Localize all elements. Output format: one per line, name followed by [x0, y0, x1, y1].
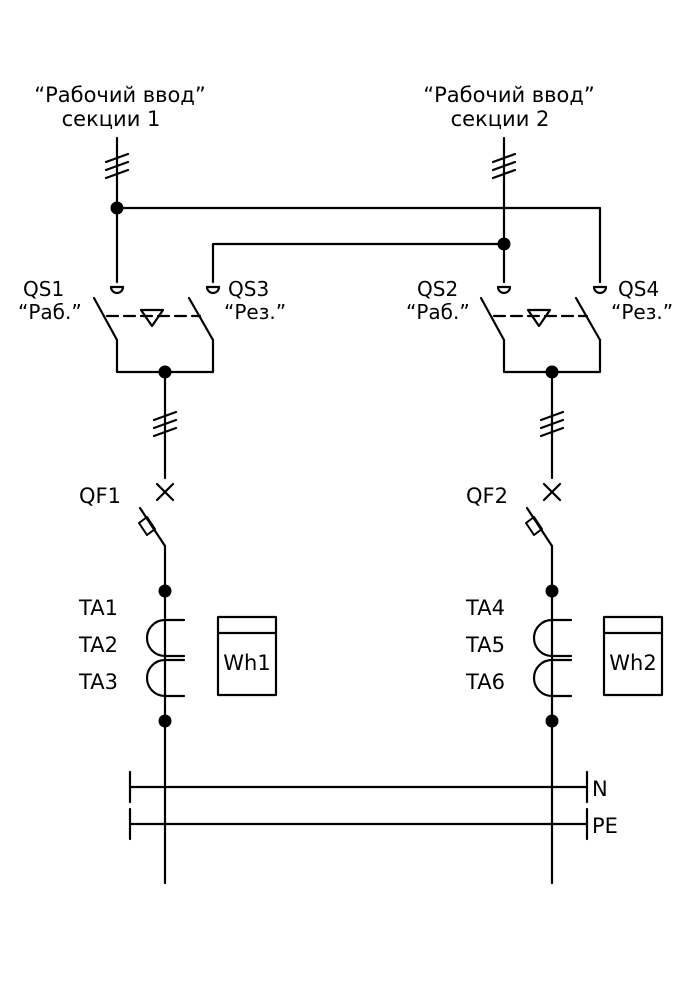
junction-dot [110, 201, 124, 215]
junction-dot [545, 714, 559, 728]
bus-pe-label: PE [592, 814, 618, 838]
junction-dot [545, 584, 559, 598]
current-transformer-left [145, 618, 186, 698]
feeder-1-title: “Рабочий ввод” [34, 83, 206, 107]
meter-wh1-box [216, 615, 278, 697]
meter-wh1-label: Wh1 [223, 651, 270, 675]
breaker-qf1-label: QF1 [79, 484, 121, 508]
switch-qs2-label: QS2 [417, 277, 458, 301]
junction-dot [545, 365, 559, 379]
cross-connection-2-to-qs3 [211, 242, 506, 284]
feeder-2-line [491, 136, 517, 284]
ct-label: TA1 [78, 596, 118, 620]
meter-wh2-box [602, 615, 664, 697]
junction-dot [158, 365, 172, 379]
switch-qs1-role: “Раб.” [18, 300, 82, 324]
junction-dot [158, 584, 172, 598]
switch-qs3-label: QS3 [228, 277, 269, 301]
switch-qs1-label: QS1 [23, 277, 64, 301]
switch-qs2-role: “Раб.” [406, 300, 470, 324]
ct-label: TA4 [465, 596, 505, 620]
feeder-2-title: “Рабочий ввод” [423, 83, 595, 107]
ct-label: TA3 [78, 670, 118, 694]
feeder-2-subtitle: секции 2 [451, 107, 550, 131]
switch-qs4-role: “Рез.” [611, 300, 673, 324]
bus-pe [128, 807, 589, 841]
ct-label: TA6 [465, 670, 505, 694]
breaker-qf2-label: QF2 [466, 484, 508, 508]
switch-group-right [479, 285, 608, 480]
meter-wh2-label: Wh2 [609, 651, 656, 675]
junction-dot [158, 714, 172, 728]
bus-n [128, 770, 589, 804]
switch-group-left [92, 285, 221, 480]
cross-connection-1-to-qs4 [115, 206, 602, 284]
switch-qs4-label: QS4 [618, 277, 659, 301]
feeder-1-subtitle: секции 1 [62, 107, 161, 131]
junction-dots [110, 201, 559, 728]
ct-label: TA5 [465, 633, 505, 657]
junction-dot [497, 237, 511, 251]
ct-label: TA2 [78, 633, 118, 657]
switch-qs3-role: “Рез.” [224, 300, 286, 324]
bus-n-label: N [592, 777, 608, 801]
current-transformer-right [532, 618, 573, 698]
